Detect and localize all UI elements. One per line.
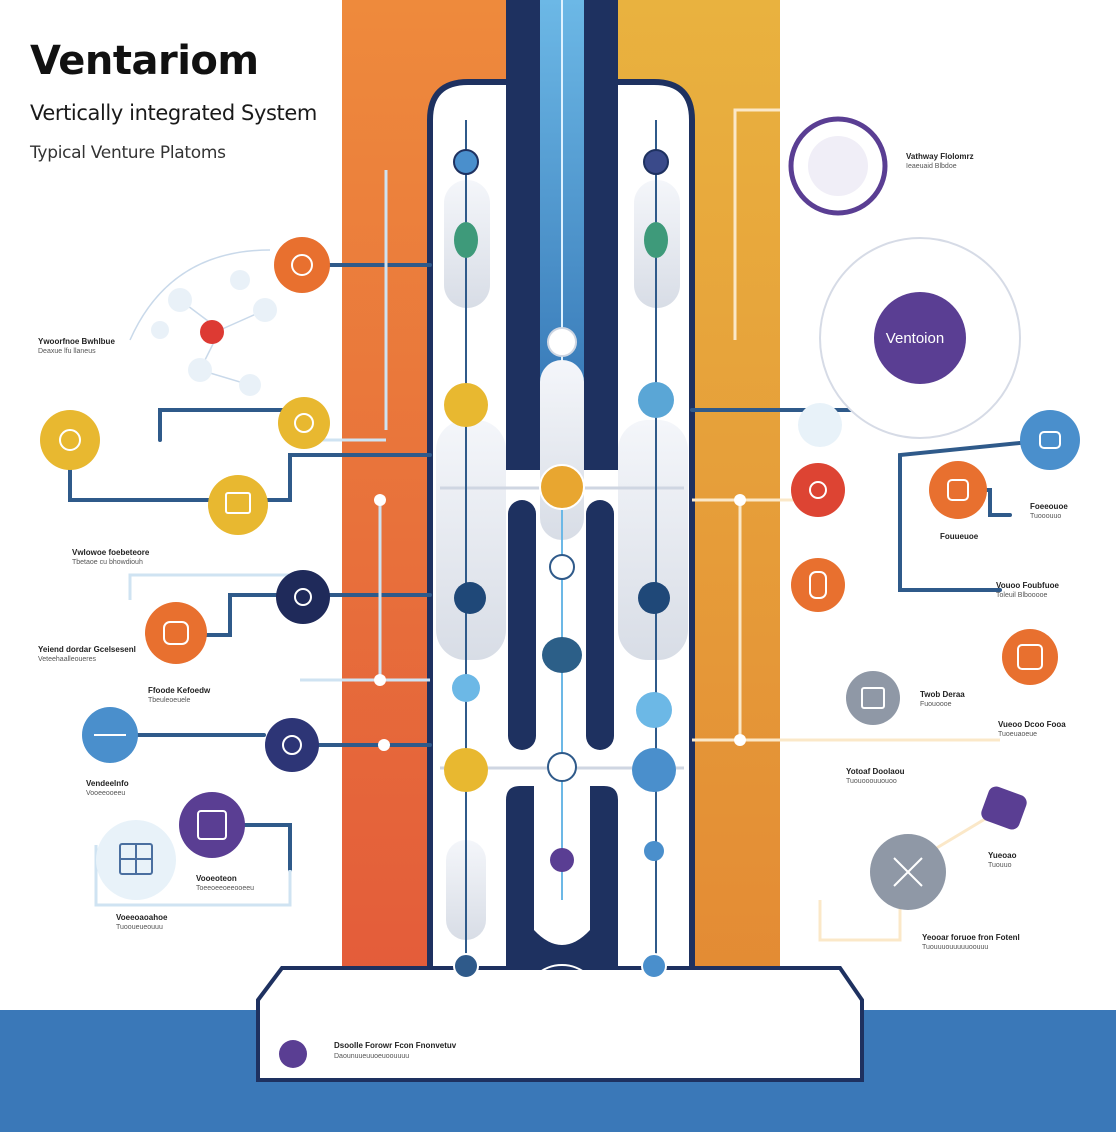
tower-node-6 — [638, 382, 674, 418]
tower-node-12 — [542, 637, 582, 673]
label-right-4: Twob Deraa Fuouoooe — [920, 690, 965, 708]
junction-left-1 — [374, 494, 386, 506]
tower-node-20 — [453, 953, 479, 979]
tower-node-7 — [547, 327, 577, 357]
tower-node-4 — [644, 222, 668, 258]
page-title: Ventariom — [30, 38, 259, 84]
chamber-left-mid — [436, 420, 506, 660]
node-orange-2 — [145, 602, 207, 664]
label-left-5: Vendeelnfo Vooeeooeeu — [86, 779, 129, 797]
core-column-left — [508, 500, 536, 750]
node-yellow-3 — [208, 475, 268, 535]
label-right-3: Vouoo Foubfuoe Toleuil Blbooooe — [996, 581, 1059, 599]
node-yellow-1 — [40, 410, 100, 470]
node-orange-1 — [274, 237, 330, 293]
tower-node-9 — [454, 582, 486, 614]
label-left-2: Vwlowoe foebeteore Tbetaoe cu bhowdiouh — [72, 548, 150, 566]
label-right-8: Yeooar foruoe fron Fotenl Tuouuuouuuuuoo… — [922, 933, 1020, 951]
label-right-7: Yueoao Tuouuo — [988, 851, 1017, 869]
node-glyphs — [59, 254, 1061, 887]
tower-node-11 — [549, 554, 575, 580]
pedestal — [256, 966, 864, 1082]
junction-right-1 — [734, 494, 746, 506]
page-tagline: Typical Venture Platoms — [30, 143, 226, 163]
core-column-right — [586, 500, 614, 750]
tower-node-1 — [453, 149, 479, 175]
node-yellow-2 — [278, 397, 330, 449]
node-blue-2 — [1020, 410, 1080, 470]
tower-node-15 — [444, 748, 488, 792]
junction-left-2 — [374, 674, 386, 686]
tower-nodes — [374, 149, 746, 979]
glyph-dark — [119, 843, 153, 875]
label-right-2: Fouueuoe — [940, 532, 979, 541]
node-red-1 — [791, 463, 845, 517]
node-orange-3 — [929, 461, 987, 519]
right-connectors-light — [692, 108, 1001, 942]
node-purple-1 — [179, 792, 245, 858]
chamber-right-mid — [618, 420, 688, 660]
junction-right-2 — [734, 734, 746, 746]
network-nodes — [151, 270, 277, 396]
label-left-3: Yeiend dordar Gcelsesenl Veteehaalleouer… — [38, 645, 136, 663]
page-subtitle: Vertically integrated System — [30, 101, 317, 125]
label-top-right: Vathway Flolomrz Ieaeuaid Blbdoe — [906, 152, 974, 170]
badge-circle — [874, 292, 966, 384]
tower-node-18 — [550, 848, 574, 872]
tower-node-8 — [539, 464, 585, 510]
label-bottom: Dsoolle Forowr Fcon Fnonvetuv Daounuueuu… — [334, 1041, 457, 1060]
label-right-6: Yotoaf Doolaou Tuouooouuouoo — [846, 767, 905, 785]
node-light-2 — [798, 403, 842, 447]
node-purple-2 — [981, 786, 1027, 830]
pedestal-icon — [549, 989, 575, 1017]
node-orange-5 — [1002, 629, 1058, 685]
center-badge-label: Ventoion — [885, 329, 945, 347]
tower-node-2 — [643, 149, 669, 175]
tower-node-17 — [632, 748, 676, 792]
tower-node-3 — [454, 222, 478, 258]
label-left-4: Ffoode Kefoedw Tbeuleoeuele — [148, 686, 211, 704]
node-orange-4 — [791, 558, 845, 612]
network-node-red — [200, 320, 224, 344]
label-left-6: Vooeoteon Toeeoeeoeeooeeu — [196, 874, 255, 892]
tower-node-16 — [547, 752, 577, 782]
ring-top-right-inner — [808, 136, 868, 196]
tower-node-5 — [444, 383, 488, 427]
left-nodes — [40, 237, 330, 900]
node-bottom-badge — [279, 1040, 307, 1068]
tower-node-19 — [644, 841, 664, 861]
label-left-1: Ywoorfnoe Bwhlbue Deaxue lfu llaneus — [38, 337, 115, 355]
tower-node-14 — [636, 692, 672, 728]
node-navy-1 — [276, 570, 330, 624]
label-left-7: Voeeoaoahoe Tuooueueouuu — [116, 913, 168, 931]
tower-node-10 — [638, 582, 670, 614]
node-grey-1 — [846, 671, 900, 725]
label-right-1: Foeeouoe Tuooouuo — [1030, 502, 1068, 520]
tower-node-13 — [452, 674, 480, 702]
label-right-5: Vueoo Dcoo Fooa Tuoeuaoeue — [998, 720, 1066, 738]
pedestal-emblem — [523, 964, 601, 1042]
junction-left-3 — [378, 739, 390, 751]
tower-node-21 — [641, 953, 667, 979]
node-navy-2 — [265, 718, 319, 772]
